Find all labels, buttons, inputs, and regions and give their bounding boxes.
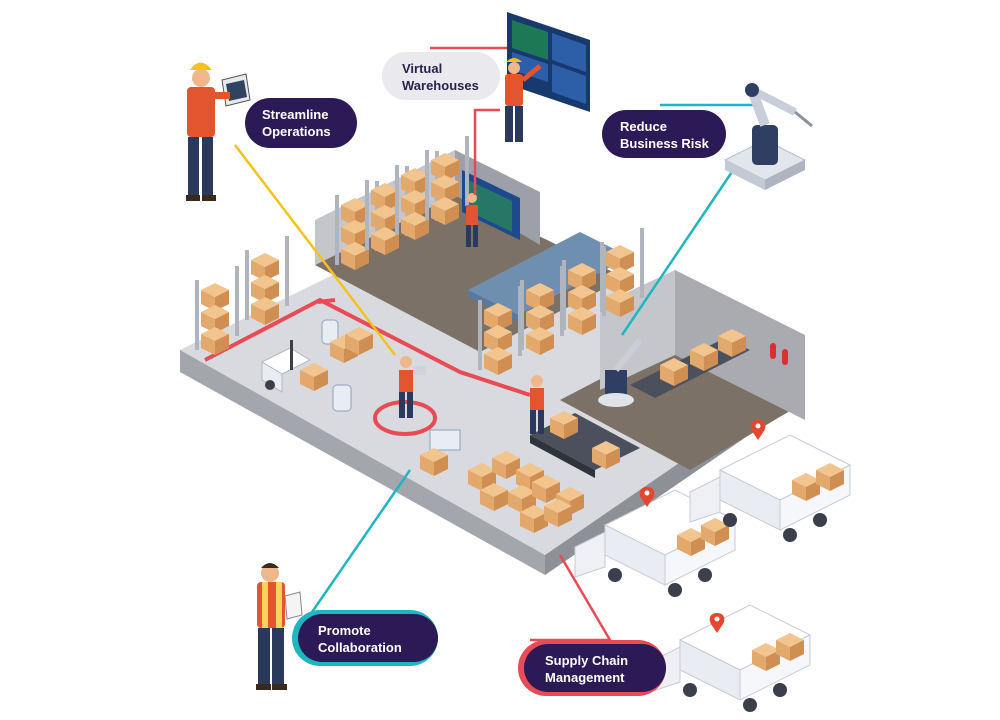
worker-back-screen xyxy=(466,193,478,247)
risk-line1: Reduce xyxy=(620,119,667,134)
forklift xyxy=(260,340,328,393)
streamline-line2: Operations xyxy=(262,124,331,139)
worker-floor-conveyor xyxy=(530,375,544,434)
worker-with-clipboard xyxy=(256,563,303,690)
virtual-line2: Warehouses xyxy=(402,78,479,93)
supply-line1: Supply Chain xyxy=(545,653,628,668)
worker-at-screen xyxy=(505,12,590,142)
collab-line2: Collaboration xyxy=(318,640,402,655)
floor-robots xyxy=(321,319,461,476)
central-racking xyxy=(468,228,644,375)
worker-floor-tablet xyxy=(399,356,426,418)
label-reduce-business-risk: Reduce Business Risk xyxy=(602,110,726,158)
label-streamline-operations: Streamline Operations xyxy=(245,98,357,148)
supply-line2: Management xyxy=(545,670,625,685)
label-virtual-warehouses: Virtual Warehouses xyxy=(382,52,500,100)
worker-with-tablet xyxy=(186,62,251,201)
label-supply-chain-management: Supply Chain Management xyxy=(518,640,666,696)
collab-line1: Promote xyxy=(318,623,371,638)
virtual-line1: Virtual xyxy=(402,61,442,76)
label-promote-collaboration: Promote Collaboration xyxy=(292,610,438,666)
streamline-line1: Streamline xyxy=(262,107,328,122)
robotic-arm xyxy=(723,83,813,190)
conveyor-belt xyxy=(530,329,750,478)
risk-line2: Business Risk xyxy=(620,136,710,151)
delivery-truck-bottom xyxy=(650,605,810,712)
